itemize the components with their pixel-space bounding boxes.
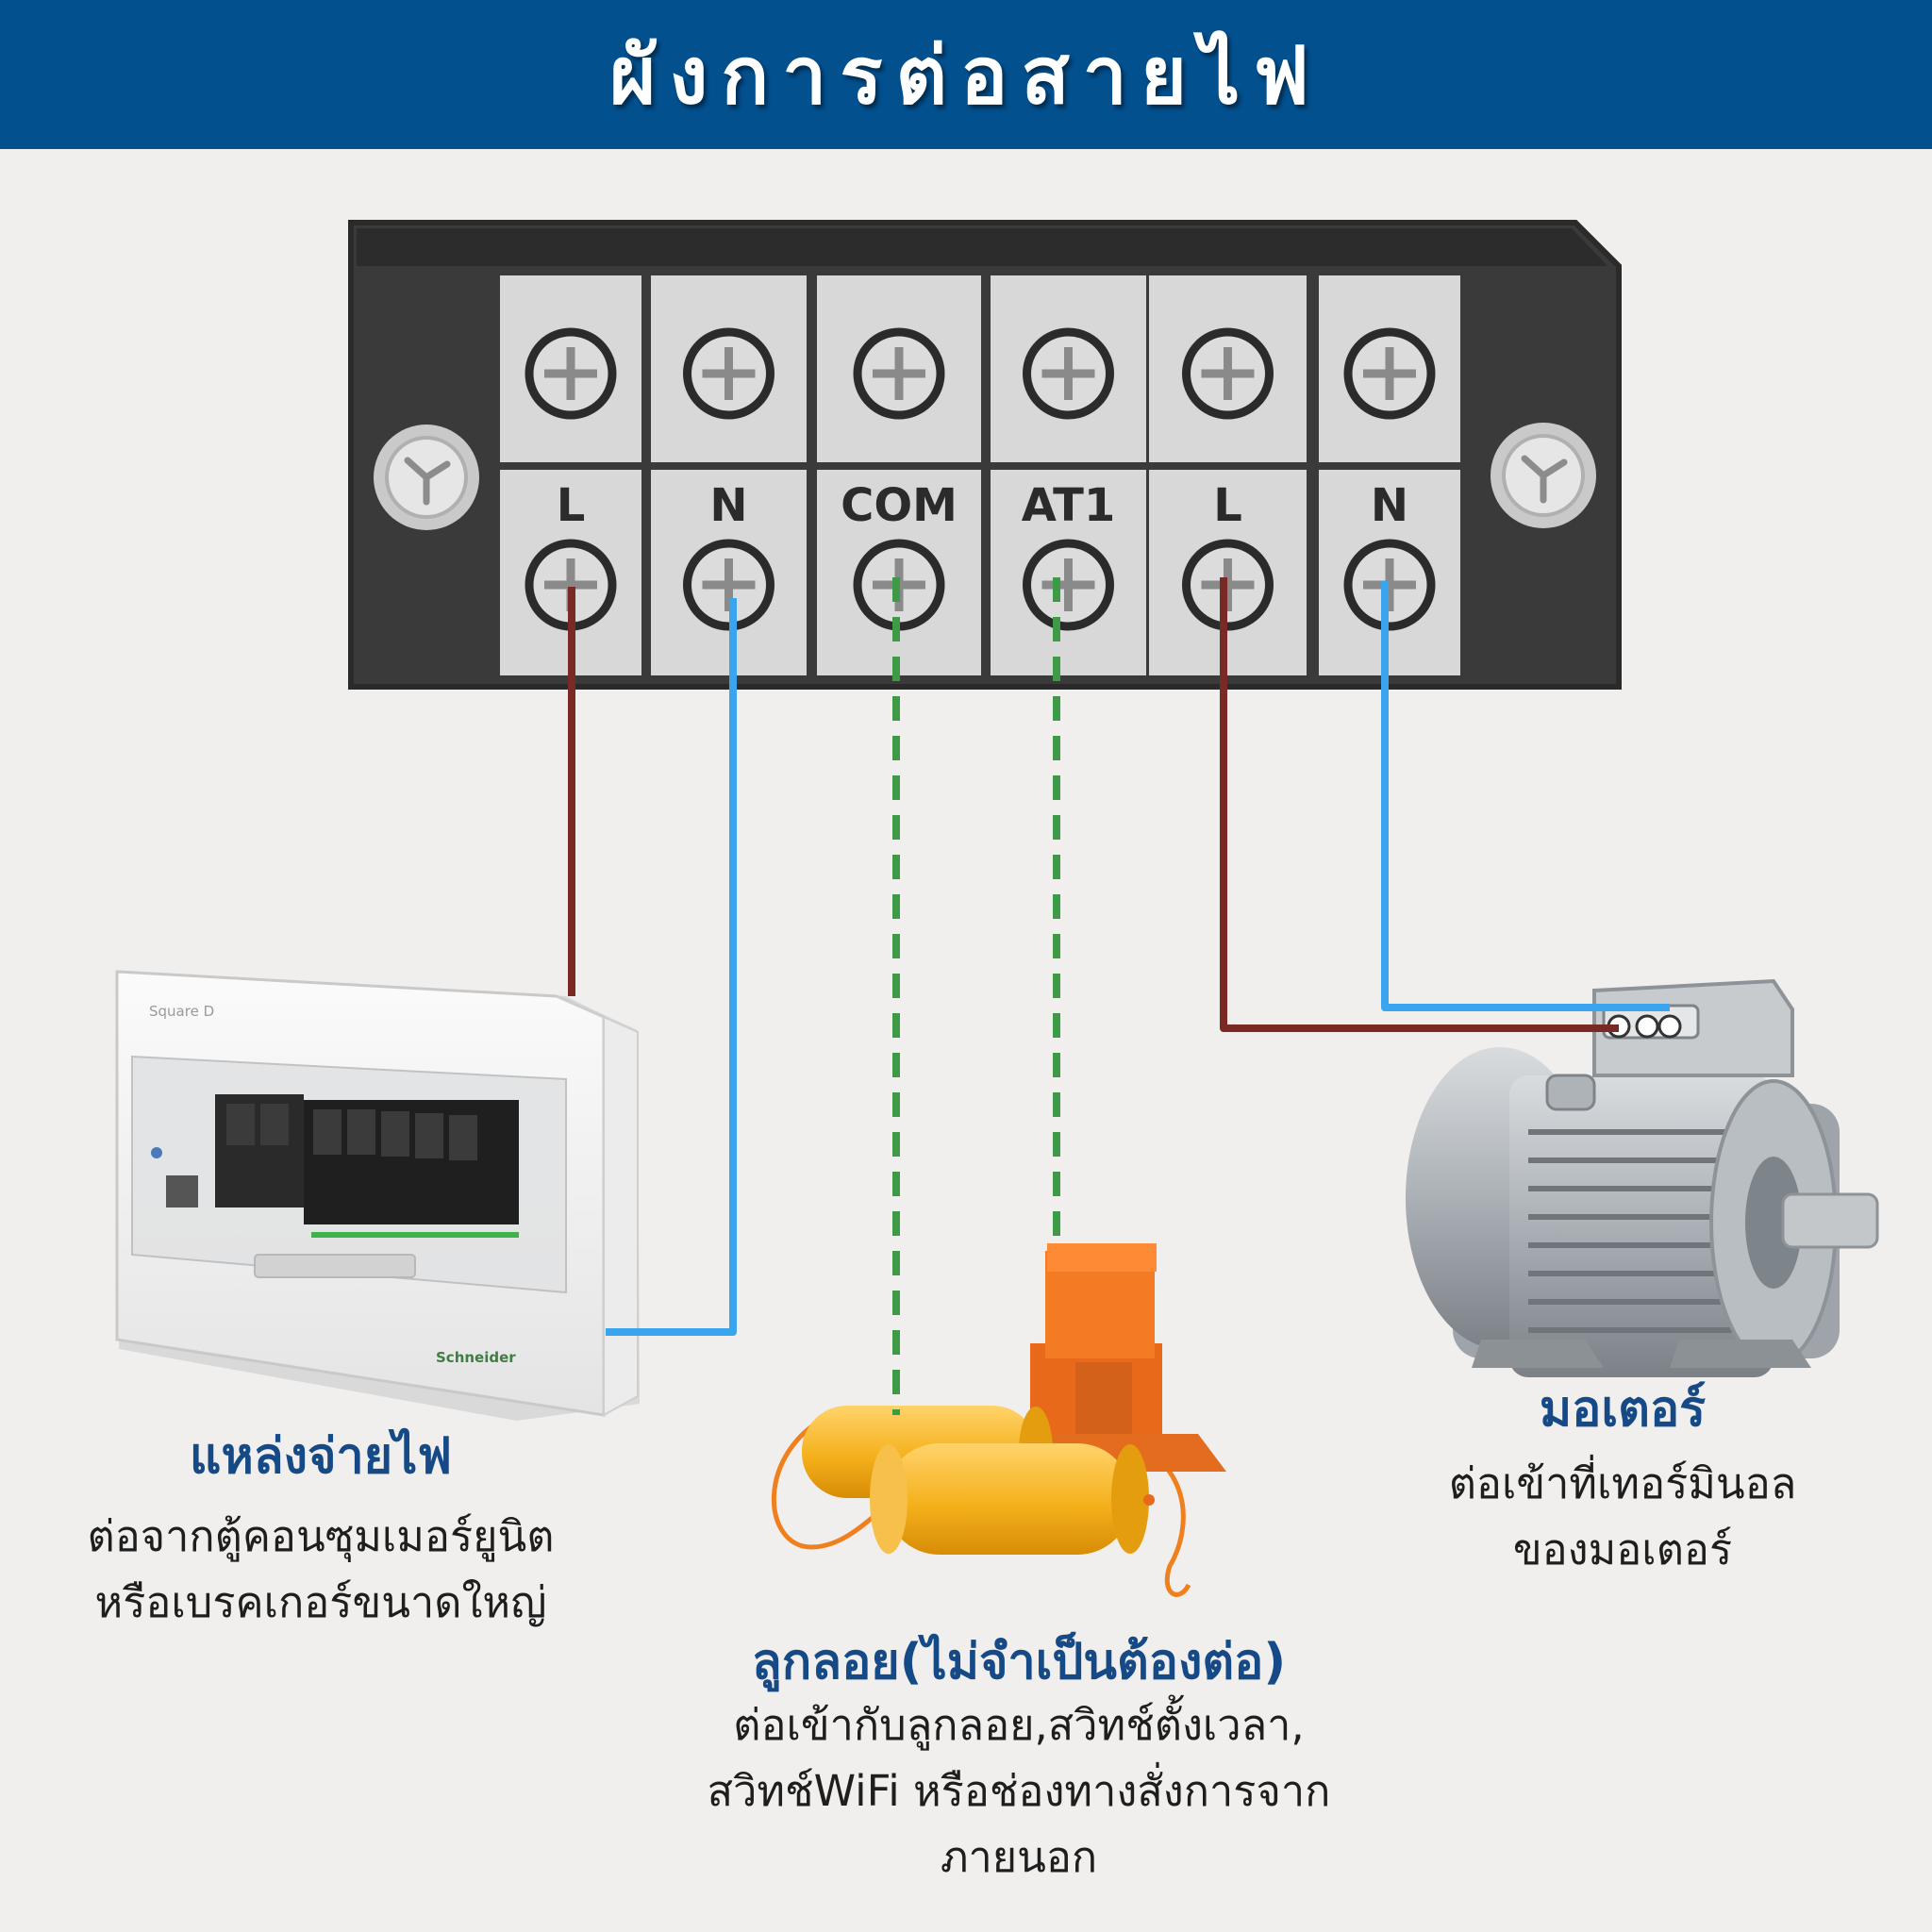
electric-motor-image [1406, 978, 1879, 1377]
power-source-line-1: ต่อจากตู้คอนซุมเมอร์ยูนิต [87, 1511, 555, 1561]
float-switch-line-2: สวิทช์WiFi หรือช่องทางสั่งการจาก [707, 1766, 1331, 1816]
wire-neutral-to-power [606, 598, 737, 1336]
terminal-screw-icon [1348, 543, 1431, 626]
mounting-screw-right-icon [1491, 423, 1596, 528]
terminal-label: COM [841, 479, 958, 532]
terminal-screw-icon [1027, 332, 1110, 415]
motor-line-1: ต่อเข้าที่เทอร์มินอล [1448, 1458, 1797, 1508]
terminal-label: N [1371, 479, 1408, 532]
float-switch-line-1: ต่อเข้ากับลูกลอย,สวิทช์ตั้งเวลา, [733, 1700, 1305, 1750]
header-bar: ผังการต่อสายไฟ [0, 0, 1932, 149]
terminal-label: N [709, 479, 747, 532]
wire-neutral-to-motor [1381, 581, 1670, 1011]
consumer-unit-image: Square D Schneider [115, 970, 640, 1421]
motor-title: มอเตอร์ [1539, 1381, 1707, 1438]
float-switch-line-3: ภายนอก [940, 1832, 1098, 1882]
terminal-screw-icon [688, 543, 771, 626]
terminal-screw-icon [529, 332, 612, 415]
wires [568, 577, 1670, 1415]
terminal-screw-icon [1027, 543, 1110, 626]
terminal-screw-icon [858, 332, 941, 415]
terminal-screw-icon [1187, 332, 1270, 415]
float-switch-image [772, 1243, 1226, 1597]
terminal-block: L N COM AT1 L N [348, 220, 1622, 690]
terminal-label: AT1 [1022, 479, 1116, 532]
terminal-screw-icon [1187, 543, 1270, 626]
wire-live-to-motor [1220, 577, 1619, 1032]
power-source-title: แหล่งจ่ายไฟ [189, 1428, 453, 1485]
terminal-label: L [1213, 479, 1242, 532]
float-switch-title: ลูกลอย(ไม่จำเป็นต้องต่อ) [751, 1634, 1287, 1690]
terminal-3: COM [817, 275, 981, 675]
terminal-screw-icon [1348, 332, 1431, 415]
mounting-screw-left-icon [374, 425, 479, 530]
terminal-5: L [1149, 275, 1307, 675]
motor-line-2: ของมอเตอร์ [1512, 1524, 1733, 1574]
terminal-4: AT1 [991, 275, 1146, 675]
float-switch-caption: ลูกลอย(ไม่จำเป็นต้องต่อ) ต่อเข้ากับลูกลอ… [604, 1632, 1434, 1890]
terminal-6: N [1319, 275, 1460, 675]
page-title: ผังการต่อสายไฟ [609, 29, 1323, 122]
power-source-line-2: หรือเบรคเกอร์ขนาดใหญ่ [94, 1577, 547, 1627]
terminal-label: L [557, 479, 586, 532]
power-source-caption: แหล่งจ่ายไฟ ต่อจากตู้คอนซุมเมอร์ยูนิต หร… [19, 1426, 623, 1636]
motor-caption: มอเตอร์ ต่อเข้าที่เทอร์มินอล ของมอเตอร์ [1349, 1379, 1896, 1583]
terminal-screw-icon [688, 332, 771, 415]
panel-maker-label: Schneider [436, 1349, 516, 1366]
panel-brand-label: Square D [149, 1003, 214, 1020]
terminal-2: N [651, 275, 807, 675]
